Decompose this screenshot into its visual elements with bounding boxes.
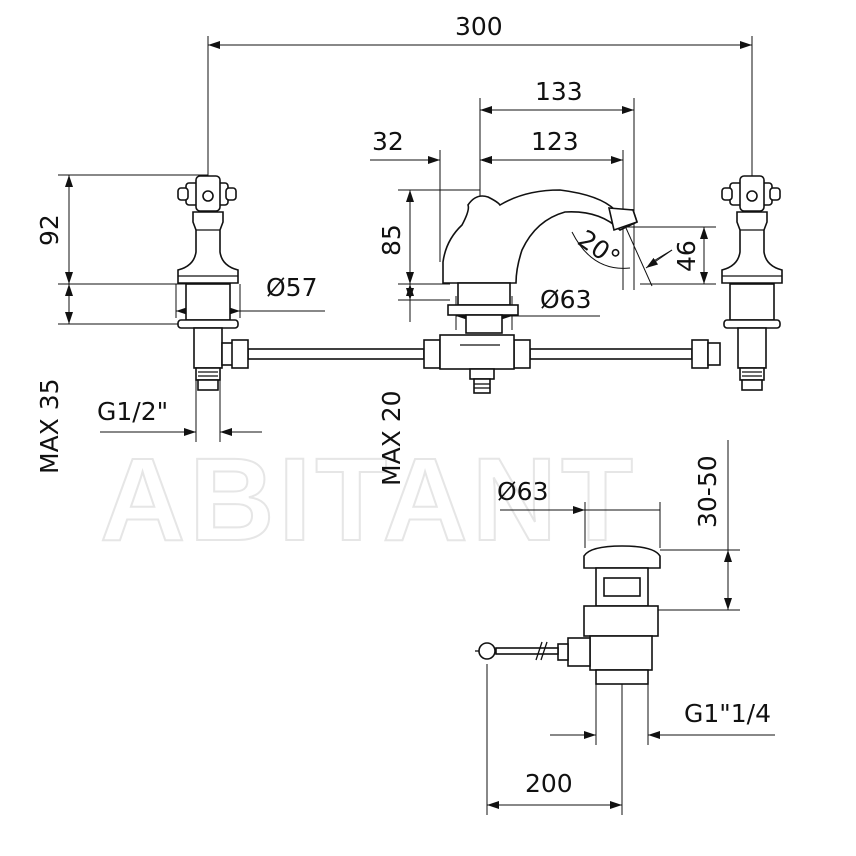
dim-overall-width: 300 <box>455 12 503 41</box>
dim-pop-up-rod-length: 200 <box>525 769 573 798</box>
dim-waste-thread: G1"1/4 <box>684 699 771 728</box>
dim-inlet-thread: G1/2" <box>97 397 168 426</box>
dim-handle-base-diameter: Ø57 <box>266 273 318 302</box>
dim-handle-height: 92 <box>35 214 64 246</box>
dim-outlet-height: 46 <box>672 240 701 272</box>
right-cross-handle <box>721 175 783 284</box>
dim-spout-offset: 32 <box>372 127 404 156</box>
dim-spout-base-diameter: Ø63 <box>540 285 592 314</box>
dim-spout-height: 85 <box>377 224 406 256</box>
dim-waste-cap-diameter: Ø63 <box>497 477 549 506</box>
pop-up-waste <box>475 545 661 685</box>
dim-spout-reach-inner: 123 <box>531 127 579 156</box>
dim-deck-thickness-spout: MAX 20 <box>377 390 406 486</box>
left-valve-body <box>177 283 239 391</box>
dimension-labels: 300 133 123 32 92 85 46 20° Ø57 Ø63 MAX … <box>35 12 771 798</box>
dim-waste-deck-range: 30-50 <box>693 455 722 528</box>
dim-spout-angle: 20° <box>573 224 626 273</box>
dimension-lines <box>58 36 775 815</box>
left-cross-handle <box>177 175 239 284</box>
spout-body <box>439 189 639 394</box>
watermark: ABITANT <box>100 434 637 566</box>
dim-spout-reach: 133 <box>535 77 583 106</box>
right-valve-body <box>723 283 781 391</box>
dim-deck-thickness-handles: MAX 35 <box>35 378 64 474</box>
